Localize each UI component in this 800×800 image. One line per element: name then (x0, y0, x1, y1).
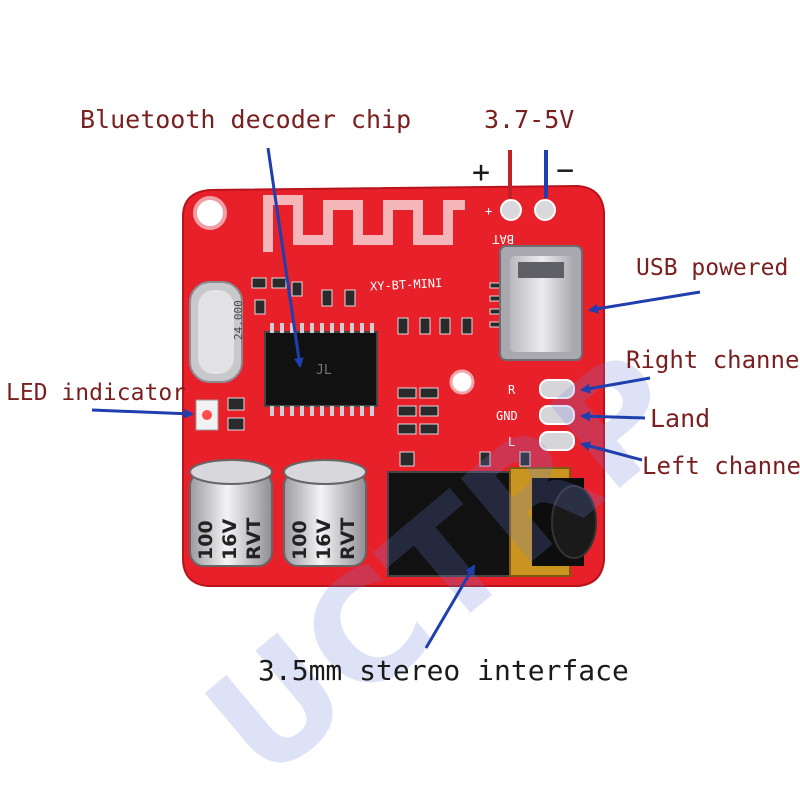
led-arrow (91, 408, 194, 419)
antenna-trace (263, 195, 465, 252)
silk-l: L (508, 435, 515, 449)
label-minus: − (556, 153, 574, 188)
usb-arrow (588, 290, 701, 314)
label-led: LED indicator (6, 380, 186, 406)
bat-plus-pad (500, 199, 522, 221)
usb-connector (499, 245, 583, 361)
silk-bat: BAT (492, 232, 514, 246)
label-land: Land (650, 404, 710, 433)
pad-left (539, 431, 575, 451)
channel-pads: R GND L (496, 379, 575, 451)
silk-plus: + (485, 204, 492, 218)
label-voltage: 3.7-5V (484, 105, 574, 134)
land-arrow (580, 411, 646, 422)
audio-jack (387, 467, 597, 577)
annotation-arrows (91, 147, 701, 649)
pcb-board: + BAT XY-BT-MINI 24.000 (182, 184, 605, 587)
silk-gnd: GND (496, 409, 518, 423)
pad-gnd (539, 405, 575, 425)
chip-mark: JL (316, 363, 332, 378)
left-arrow (580, 441, 643, 462)
decoder-chip: JL (264, 323, 378, 416)
led-indicator (195, 399, 219, 431)
via-hole (449, 369, 475, 395)
pad-right (539, 379, 575, 399)
smd-components (227, 277, 531, 467)
crystal: 24.000 (189, 281, 245, 383)
bat-minus-pad (534, 199, 556, 221)
label-jack: 3.5mm stereo interface (258, 654, 629, 687)
label-right-channel: Right channel (626, 346, 800, 374)
label-plus: + (472, 155, 490, 190)
label-left-channel: Left channel (642, 452, 800, 480)
label-usb: USB powered (636, 255, 788, 281)
jack-arrow (424, 564, 476, 649)
right-arrow (580, 376, 651, 394)
label-chip: Bluetooth decoder chip (80, 105, 411, 134)
chip-arrow (266, 147, 304, 368)
silk-model: XY-BT-MINI (370, 276, 443, 294)
mounting-hole (193, 196, 227, 230)
silk-r: R (508, 383, 516, 397)
crystal-label: 24.000 (232, 300, 245, 340)
